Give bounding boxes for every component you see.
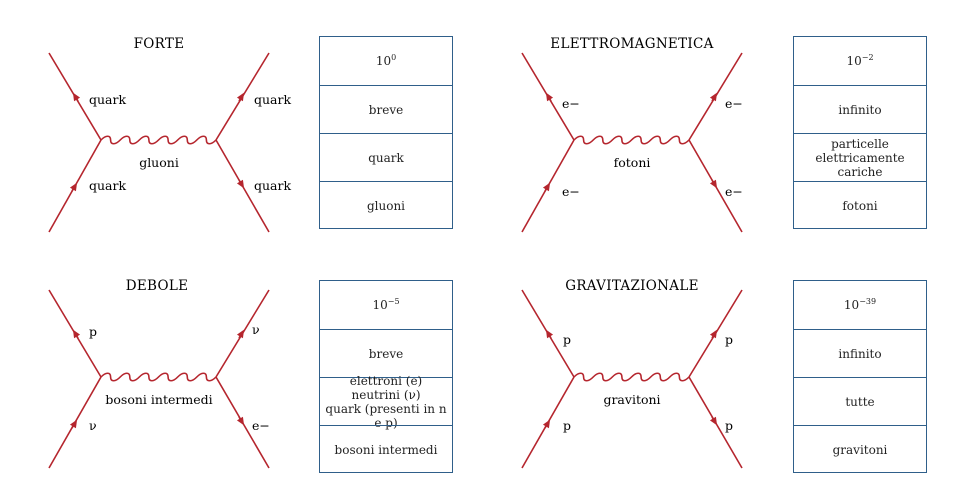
cell-acts-on: quark [320, 133, 452, 181]
arrow-icon [236, 416, 245, 426]
label-top-right: quark [254, 92, 291, 107]
table-forte: 100 breve quark gluoni [319, 36, 453, 229]
arrow-icon [709, 329, 718, 339]
feynman-lines [521, 52, 743, 233]
arrow-icon [72, 329, 81, 339]
label-bottom-left: quark [89, 178, 126, 193]
arrow-icon [72, 92, 81, 102]
label-bottom-right: p [725, 418, 733, 433]
cell-mediator: gluoni [320, 181, 452, 229]
label-bottom-left: e− [562, 184, 580, 199]
arrow-icon [542, 182, 551, 192]
cell-acts-on: tutte [794, 377, 926, 425]
feynman-lines [48, 289, 270, 469]
line-bottom-right [688, 376, 743, 469]
panel-debole: DEBOLE p ν ν e− bosoni intermedi [48, 278, 270, 469]
label-top-left: p [563, 332, 571, 347]
cell-intensity: 10−2 [846, 53, 874, 69]
arrow-icon [69, 182, 78, 192]
arrow-icon [545, 92, 554, 102]
cell-intensity: 100 [375, 53, 397, 69]
cell-intensity: 10−5 [372, 297, 400, 313]
cell-acts-on: elettroni (e) neutrini (ν) quark (presen… [320, 374, 452, 430]
label-bottom-right: e− [252, 418, 270, 433]
arrow-icon [236, 92, 245, 102]
arrow-icon [542, 419, 551, 429]
label-bottom-left: ν [89, 418, 97, 433]
label-top-left: quark [89, 92, 126, 107]
arrow-icon [236, 179, 245, 189]
panel-gravitazionale: GRAVITAZIONALE p p p p gravitoni [521, 278, 743, 469]
cell-range: breve [320, 329, 452, 377]
arrow-icon [236, 329, 245, 339]
arrows [69, 92, 245, 192]
cell-mediator: gravitoni [794, 425, 926, 473]
cell-range: infinito [794, 85, 926, 133]
force-title: ELETTROMAGNETICA [550, 36, 713, 52]
label-top-right: ν [252, 322, 260, 337]
label-boson: gluoni [139, 155, 179, 170]
label-bottom-right: e− [725, 184, 743, 199]
force-title: GRAVITAZIONALE [565, 278, 699, 294]
arrows [69, 329, 245, 429]
boson-wavy-line [100, 135, 217, 145]
cell-intensity: 10−39 [843, 297, 877, 313]
arrows [542, 329, 718, 429]
panel-elettromagnetica: ELETTROMAGNETICA e− e− e− e− fotoni [521, 36, 743, 233]
boson-wavy-line [573, 135, 690, 145]
arrow-icon [69, 419, 78, 429]
label-boson: bosoni intermedi [105, 392, 212, 407]
force-title: DEBOLE [126, 278, 189, 294]
panel-forte: FORTE quark quark quark quark gluoni [48, 36, 291, 233]
arrow-icon [545, 329, 554, 339]
cell-range: breve [320, 85, 452, 133]
cell-range: infinito [794, 329, 926, 377]
feynman-lines [48, 52, 270, 233]
label-top-right: p [725, 332, 733, 347]
label-top-left: p [89, 324, 97, 339]
label-bottom-right: quark [254, 178, 291, 193]
label-boson: fotoni [614, 155, 651, 170]
arrow-icon [709, 92, 718, 102]
arrow-icon [709, 416, 718, 426]
force-title: FORTE [134, 36, 185, 52]
cell-mediator: bosoni intermedi [320, 425, 452, 473]
boson-wavy-line [100, 372, 217, 382]
label-top-right: e− [725, 96, 743, 111]
table-gravitazionale: 10−39 infinito tutte gravitoni [793, 280, 927, 473]
cell-mediator: fotoni [794, 181, 926, 229]
label-bottom-left: p [563, 418, 571, 433]
table-elettromagnetica: 10−2 infinito particelle elettricamente … [793, 36, 927, 229]
feynman-lines [521, 289, 743, 469]
arrow-icon [709, 179, 718, 189]
boson-wavy-line [573, 372, 690, 382]
label-boson: gravitoni [603, 392, 660, 407]
label-top-left: e− [562, 96, 580, 111]
cell-acts-on: particelle elettricamente cariche [794, 133, 926, 181]
arrows [542, 92, 718, 192]
table-debole: 10−5 breve elettroni (e) neutrini (ν) qu… [319, 280, 453, 473]
